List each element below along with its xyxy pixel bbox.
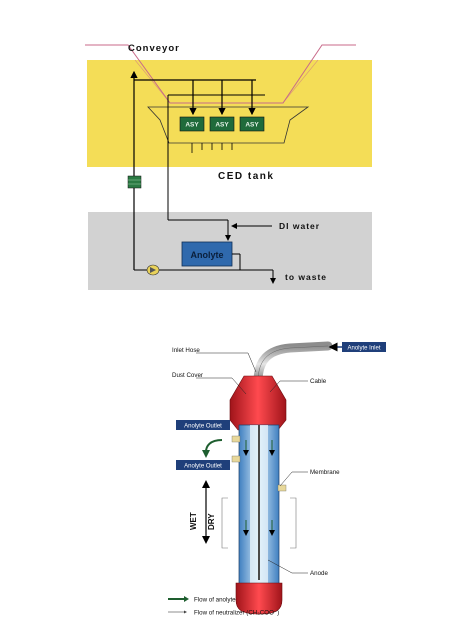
anode-label: Anode (310, 570, 328, 577)
to-waste-label: to waste (285, 272, 327, 282)
svg-text:ASY: ASY (245, 122, 259, 129)
anolyte-inlet-badge: Anolyte Inlet (342, 342, 386, 352)
conveyor-line-shadow (134, 59, 319, 104)
asy-unit-2: ASY (209, 116, 235, 132)
red-bottom-cap (235, 582, 283, 615)
flow-legend: Flow of anolyte Flow of neutralizer (CH₃… (168, 596, 279, 617)
svg-text:Anolyte Inlet: Anolyte Inlet (347, 346, 380, 352)
tank-outlets (191, 143, 233, 153)
svg-text:Anolyte Outlet: Anolyte Outlet (184, 464, 222, 470)
svg-text:ASY: ASY (215, 122, 229, 129)
red-cap (229, 375, 287, 431)
svg-text:Anolyte Outlet: Anolyte Outlet (184, 424, 222, 430)
ced-tank-outline (147, 106, 310, 144)
ced-yellow-zone (87, 60, 372, 167)
filter-icon (127, 175, 142, 189)
cable-label: Cable (310, 378, 327, 385)
dust-cover-label: Dust Cover (172, 372, 203, 379)
svg-text:ASY: ASY (185, 122, 199, 129)
asy-unit-3: ASY (239, 116, 265, 132)
svg-text:Flow of anolyte: Flow of anolyte (194, 597, 236, 604)
anolyte-outlet-badge-2: Anolyte Outlet (176, 460, 230, 470)
conveyor-label: Conveyor (128, 43, 180, 54)
pump-icon (146, 264, 160, 276)
anolyte-label: Anolyte (190, 250, 223, 260)
asy-unit-1: ASY (179, 116, 205, 132)
top-diagram: ASY ASY ASY Anolyte (85, 43, 372, 290)
ced-tank-label: CED tank (218, 171, 274, 182)
wet-dry-indicator: WET DRY (189, 480, 216, 544)
di-water-label: DI water (279, 221, 320, 231)
bottom-diagram: WET DRY Inlet Hose Dust Cover Cable Memb… (168, 341, 386, 617)
inlet-hose-label: Inlet Hose (172, 347, 200, 354)
svg-text:Flow of neutralizer (CH₃COO⁻): Flow of neutralizer (CH₃COO⁻) (194, 610, 279, 617)
svg-text:WET: WET (189, 512, 198, 530)
membrane-label: Membrane (310, 469, 340, 476)
anolyte-outlet-badge-1: Anolyte Outlet (176, 420, 230, 430)
svg-text:DRY: DRY (207, 513, 216, 530)
